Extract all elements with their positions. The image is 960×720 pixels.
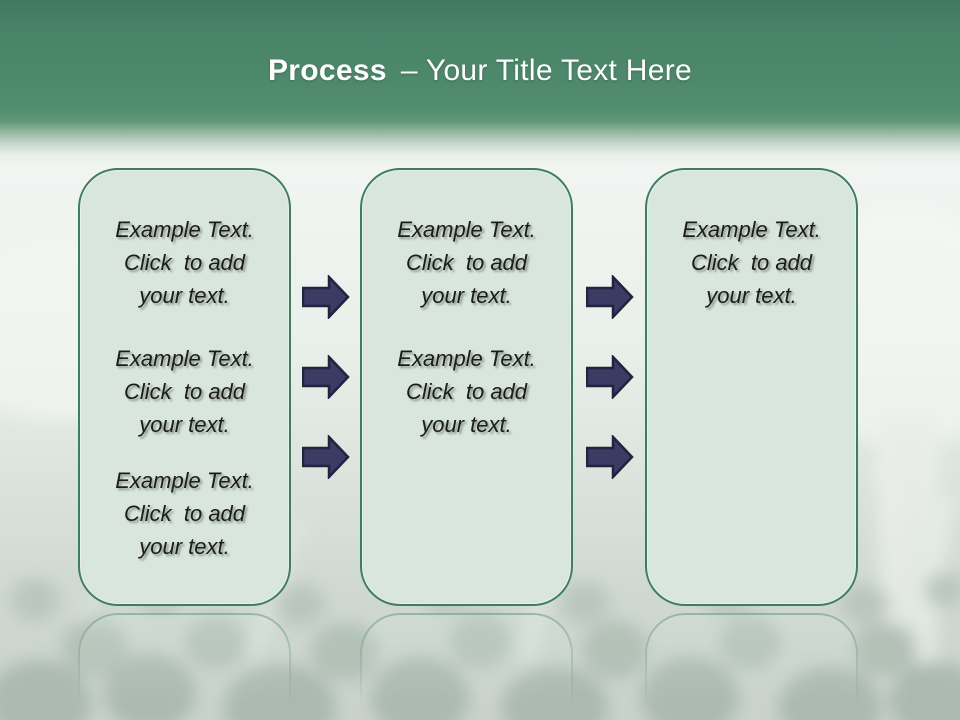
arrow-right-icon	[586, 275, 634, 319]
box-reflection	[78, 613, 291, 719]
arrow-right-icon	[302, 355, 350, 399]
text-placeholder[interactable]: Example Text. Click to add your text.	[115, 217, 254, 308]
process-box-3[interactable]: Example Text. Click to add your text.	[645, 168, 858, 606]
box-reflection	[360, 613, 573, 719]
process-box-1[interactable]: Example Text. Click to add your text. Ex…	[78, 168, 291, 606]
box-reflection	[645, 613, 858, 719]
arrow-right-icon	[586, 355, 634, 399]
arrow-right-icon	[302, 275, 350, 319]
text-placeholder[interactable]: Example Text. Click to add your text.	[397, 217, 536, 308]
slide-title: Process – Your Title Text Here	[0, 52, 960, 90]
text-placeholder[interactable]: Example Text. Click to add your text.	[115, 468, 254, 559]
title-subtitle: – Your Title Text Here	[400, 54, 693, 87]
title-keyword: Process	[267, 54, 387, 87]
process-box-2[interactable]: Example Text. Click to add your text. Ex…	[360, 168, 573, 606]
arrow-right-icon	[586, 435, 634, 479]
text-placeholder[interactable]: Example Text. Click to add your text.	[682, 217, 821, 308]
text-placeholder[interactable]: Example Text. Click to add your text.	[115, 346, 254, 437]
arrow-right-icon	[302, 435, 350, 479]
text-placeholder[interactable]: Example Text. Click to add your text.	[397, 346, 536, 437]
title-banner: Process – Your Title Text Here	[0, 0, 960, 166]
